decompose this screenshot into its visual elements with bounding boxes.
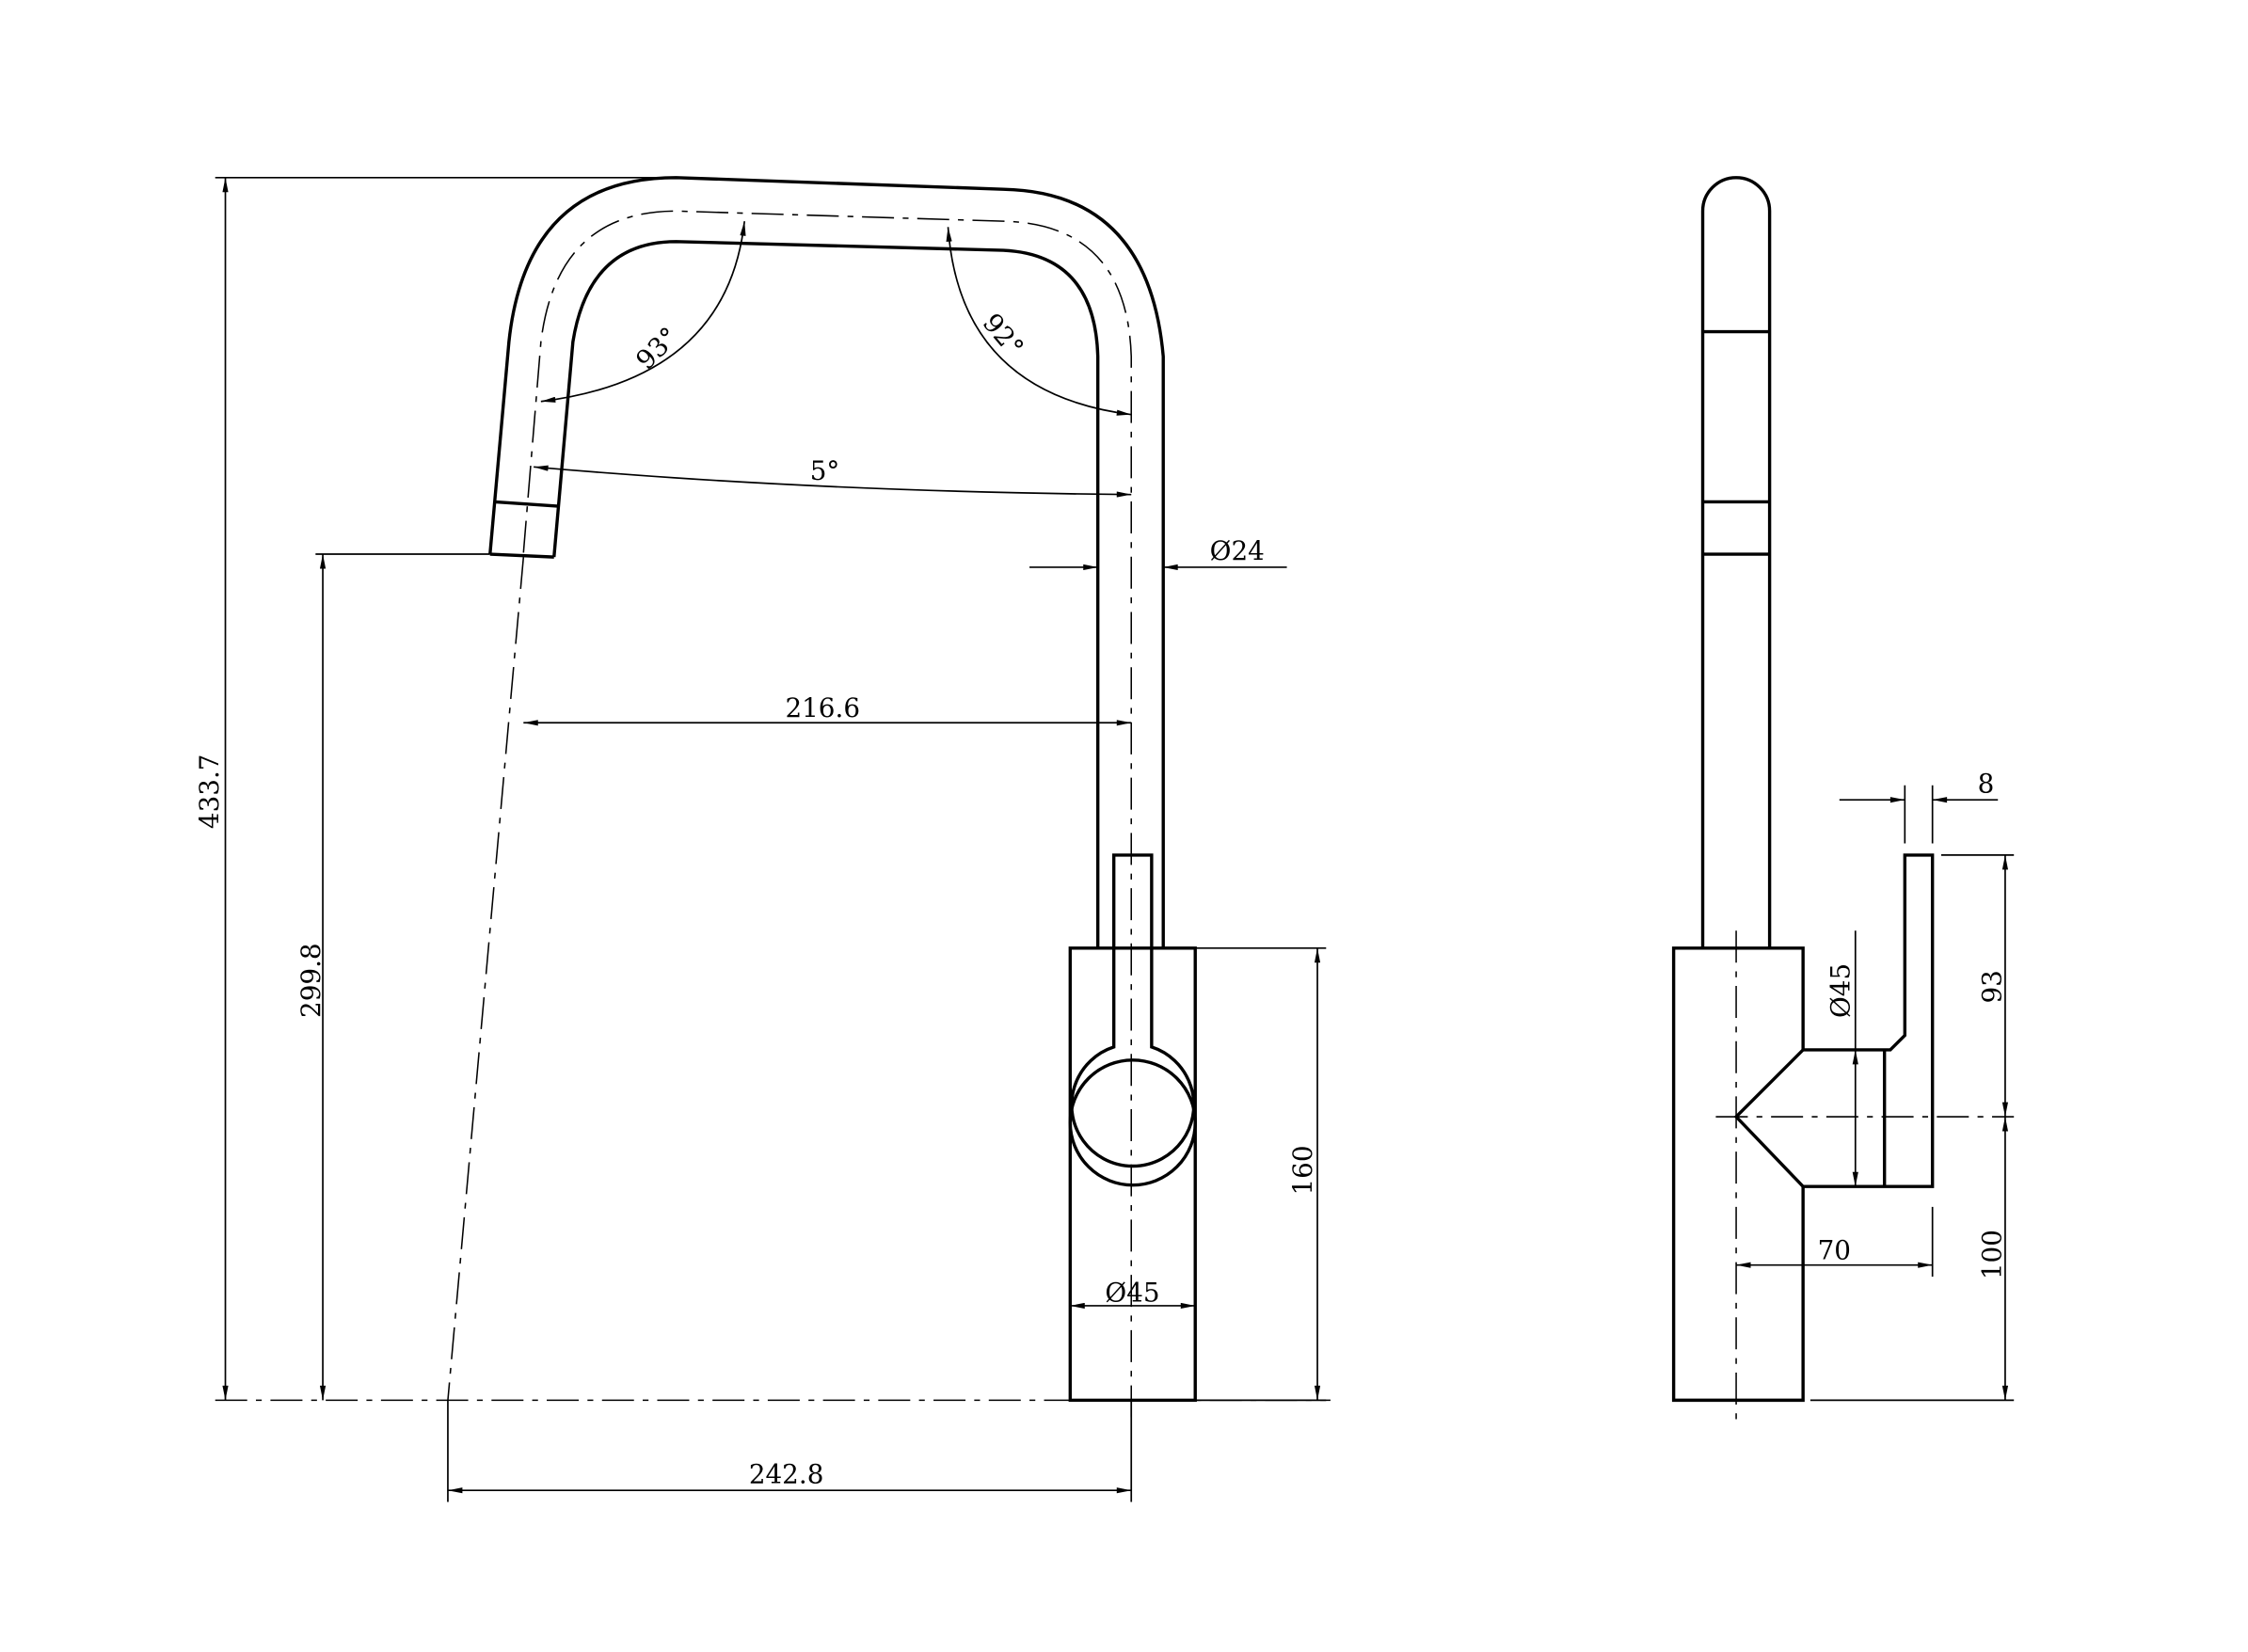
side-dimensions: 8 93 100 Ø45 70 — [1736, 768, 2015, 1402]
handle-lower-label: 100 — [1976, 1230, 2007, 1279]
reach-label: 216.6 — [785, 692, 860, 723]
spout-diameter-label: Ø24 — [1210, 535, 1265, 566]
handle-offset-label: 70 — [1818, 1234, 1851, 1265]
front-dimensions: 433.7 299.8 216.6 242.8 Ø24 160 Ø45 93° … — [194, 176, 1327, 1502]
handle-upper-label: 93 — [1976, 970, 2007, 1003]
spout-height-label: 299.8 — [295, 943, 327, 1018]
spout-tilt-label: 5° — [810, 455, 840, 486]
body-height-label: 160 — [1287, 1145, 1318, 1195]
total-reach-label: 242.8 — [749, 1458, 824, 1489]
body-diameter-label: Ø45 — [1105, 1277, 1159, 1308]
angle-right-label: 92° — [977, 308, 1030, 363]
handle-diameter-label: Ø45 — [1826, 963, 1857, 1018]
side-view — [1671, 176, 2015, 1422]
angle-left-label: 93° — [630, 321, 684, 375]
handle-thickness-label: 8 — [1978, 768, 1995, 799]
overall-height-label: 433.7 — [194, 755, 225, 830]
front-view — [215, 176, 1331, 1418]
